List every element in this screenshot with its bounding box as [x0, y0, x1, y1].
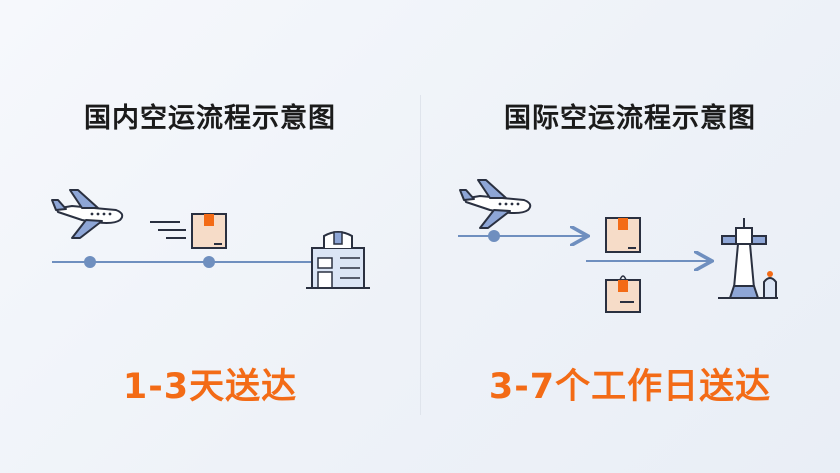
- airplane-icon: [459, 179, 532, 229]
- landmark-tower-icon: [718, 218, 778, 299]
- package-icon: [605, 217, 641, 253]
- international-delivery-time: 3-7个工作日送达: [488, 367, 772, 407]
- international-panel: 国际空运流程示意图: [420, 0, 840, 473]
- international-flow-diagram: [458, 179, 778, 313]
- domestic-node-2: [203, 256, 215, 268]
- domestic-flow-diagram: [51, 189, 370, 289]
- panel-divider: [420, 95, 421, 415]
- domestic-delivery-time: 1-3天送达: [122, 367, 298, 407]
- airplane-icon: [51, 189, 124, 239]
- warehouse-icon: [306, 231, 370, 289]
- domestic-panel: 国内空运流程示意图: [51, 103, 370, 407]
- domestic-node-1: [84, 256, 96, 268]
- domestic-title: 国内空运流程示意图: [84, 103, 336, 134]
- speed-lines-icon: [150, 221, 186, 239]
- package-icon: [191, 213, 227, 249]
- international-title: 国际空运流程示意图: [504, 103, 756, 134]
- tagged-package-icon: [605, 275, 641, 313]
- international-node-1: [488, 230, 500, 242]
